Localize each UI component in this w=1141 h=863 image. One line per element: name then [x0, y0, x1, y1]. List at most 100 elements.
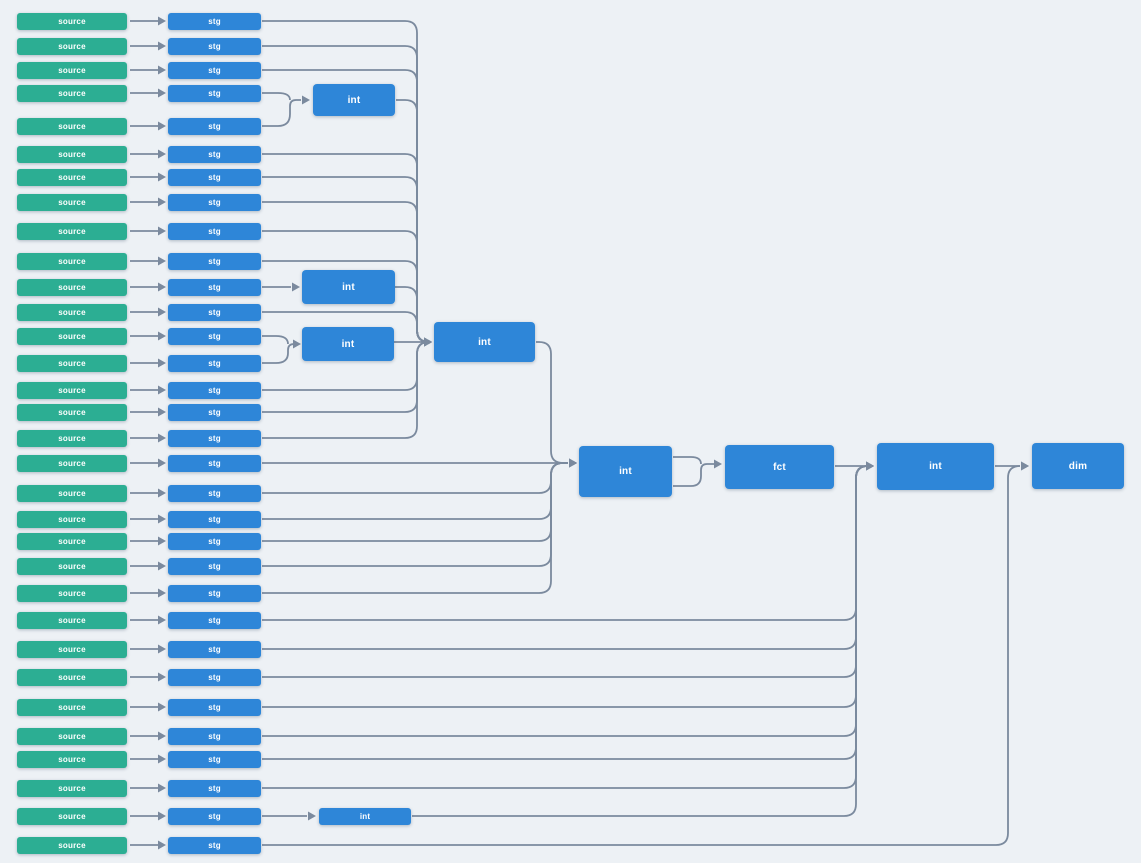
int-node[interactable]: int	[319, 808, 411, 825]
source-node[interactable]: source	[17, 61, 127, 79]
node-label: source	[58, 433, 86, 443]
stg-node[interactable]: stg	[168, 698, 261, 716]
stg-node[interactable]: stg	[168, 381, 261, 399]
stg-node[interactable]: stg	[168, 557, 261, 575]
int-node[interactable]: int	[579, 446, 672, 497]
source-node[interactable]: source	[17, 807, 127, 825]
lineage-edge-int-2-int-4	[395, 286, 430, 343]
edge-arrowhead	[158, 65, 166, 75]
source-node[interactable]: source	[17, 584, 127, 602]
source-node[interactable]: source	[17, 454, 127, 472]
stg-node[interactable]: stg	[168, 193, 261, 211]
lineage-edge-stg-23-int-5	[262, 462, 568, 594]
stg-node[interactable]: stg	[168, 145, 261, 163]
stg-node[interactable]: stg	[168, 37, 261, 55]
node-label: stg	[208, 536, 221, 546]
source-node[interactable]: source	[17, 836, 127, 854]
source-node[interactable]: source	[17, 117, 127, 135]
source-node[interactable]: source	[17, 168, 127, 186]
source-node[interactable]: source	[17, 640, 127, 658]
node-label: source	[58, 458, 86, 468]
stg-node[interactable]: stg	[168, 327, 261, 345]
stg-node[interactable]: stg	[168, 727, 261, 745]
stg-node[interactable]: stg	[168, 807, 261, 825]
source-node[interactable]: source	[17, 750, 127, 768]
lineage-edge-int-7-int-6	[412, 465, 869, 817]
stg-node[interactable]: stg	[168, 584, 261, 602]
stg-node[interactable]: stg	[168, 611, 261, 629]
int-node[interactable]: int	[877, 443, 994, 490]
source-node[interactable]: source	[17, 532, 127, 550]
source-node[interactable]: source	[17, 354, 127, 372]
source-node[interactable]: source	[17, 779, 127, 797]
source-node[interactable]: source	[17, 327, 127, 345]
stg-node[interactable]: stg	[168, 779, 261, 797]
source-node[interactable]: source	[17, 611, 127, 629]
stg-node[interactable]: stg	[168, 84, 261, 102]
node-label: stg	[208, 226, 221, 236]
edge-arrowhead	[158, 88, 166, 98]
edge-arrowhead	[158, 172, 166, 182]
source-node[interactable]: source	[17, 510, 127, 528]
lineage-edge-stg-4-int-1	[262, 92, 291, 101]
dim-node[interactable]: dim	[1032, 443, 1124, 489]
edge-arrowhead	[158, 226, 166, 236]
int-node[interactable]: int	[302, 270, 395, 304]
source-node[interactable]: source	[17, 37, 127, 55]
edge-arrowhead	[158, 307, 166, 317]
stg-node[interactable]: stg	[168, 303, 261, 321]
source-node[interactable]: source	[17, 303, 127, 321]
fct-node[interactable]: fct	[725, 445, 834, 489]
node-label: int	[929, 461, 942, 472]
stg-node[interactable]: stg	[168, 168, 261, 186]
stg-node[interactable]: stg	[168, 510, 261, 528]
node-label: stg	[208, 149, 221, 159]
stg-node[interactable]: stg	[168, 750, 261, 768]
stg-node[interactable]: stg	[168, 454, 261, 472]
edge-arrowhead	[714, 459, 722, 469]
source-node[interactable]: source	[17, 727, 127, 745]
source-node[interactable]: source	[17, 668, 127, 686]
source-node[interactable]: source	[17, 12, 127, 30]
source-node[interactable]: source	[17, 698, 127, 716]
stg-node[interactable]: stg	[168, 484, 261, 502]
node-label: source	[58, 536, 86, 546]
node-label: int	[619, 466, 632, 477]
stg-node[interactable]: stg	[168, 668, 261, 686]
stg-node[interactable]: stg	[168, 61, 261, 79]
source-node[interactable]: source	[17, 222, 127, 240]
int-node[interactable]: int	[302, 327, 394, 361]
source-node[interactable]: source	[17, 557, 127, 575]
source-node[interactable]: source	[17, 381, 127, 399]
int-node[interactable]: int	[434, 322, 535, 362]
source-node[interactable]: source	[17, 484, 127, 502]
source-node[interactable]: source	[17, 403, 127, 421]
stg-node[interactable]: stg	[168, 278, 261, 296]
stg-node[interactable]: stg	[168, 429, 261, 447]
stg-node[interactable]: stg	[168, 403, 261, 421]
node-label: stg	[208, 172, 221, 182]
source-node[interactable]: source	[17, 278, 127, 296]
edge-arrowhead	[158, 331, 166, 341]
stg-node[interactable]: stg	[168, 252, 261, 270]
lineage-edge-stg-17-int-4	[262, 341, 430, 439]
source-node[interactable]: source	[17, 145, 127, 163]
edge-arrowhead	[292, 282, 300, 292]
node-label: stg	[208, 385, 221, 395]
lineage-edge-int-5-fct	[673, 463, 714, 487]
node-label: stg	[208, 731, 221, 741]
edge-arrowhead	[158, 256, 166, 266]
stg-node[interactable]: stg	[168, 532, 261, 550]
source-node[interactable]: source	[17, 429, 127, 447]
source-node[interactable]: source	[17, 193, 127, 211]
source-node[interactable]: source	[17, 252, 127, 270]
source-node[interactable]: source	[17, 84, 127, 102]
stg-node[interactable]: stg	[168, 354, 261, 372]
stg-node[interactable]: stg	[168, 222, 261, 240]
stg-node[interactable]: stg	[168, 117, 261, 135]
stg-node[interactable]: stg	[168, 640, 261, 658]
stg-node[interactable]: stg	[168, 12, 261, 30]
int-node[interactable]: int	[313, 84, 395, 116]
stg-node[interactable]: stg	[168, 836, 261, 854]
